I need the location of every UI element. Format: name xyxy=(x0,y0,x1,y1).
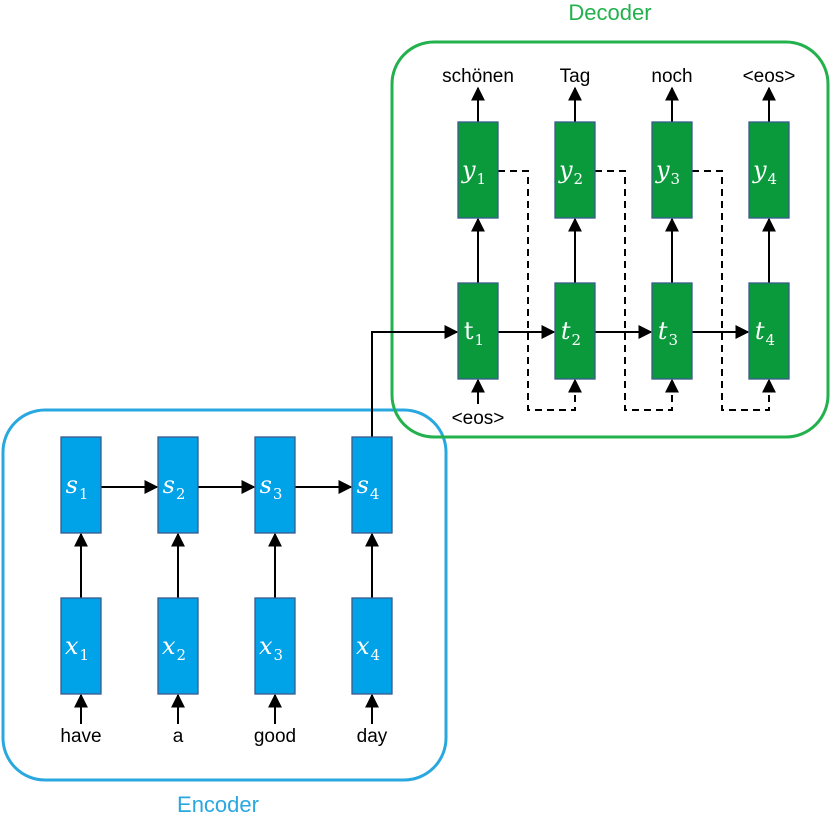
encoder-state-node-3: s3 xyxy=(254,436,296,534)
decoder-output-node-3: y3 xyxy=(651,121,693,219)
encoder-input-node-1-box xyxy=(60,597,102,695)
decoder-output-node-3-box xyxy=(651,121,693,219)
encoder-input-node-4: x4 xyxy=(351,597,393,695)
decoder-state-node-1: t1 xyxy=(457,282,499,380)
encoder-input-word-1: have xyxy=(60,726,101,747)
encoder-state-node-4-box xyxy=(351,436,393,534)
encoder-title: Encoder xyxy=(177,792,259,815)
decoder-state-node-1-box xyxy=(457,282,499,380)
decoder-state-node-4: t4 xyxy=(748,282,790,380)
decoder-output-node-1-box xyxy=(457,121,499,219)
encoder-input-words: have a good day xyxy=(60,726,387,747)
decoder-output-node-1-label: y1 xyxy=(461,156,486,188)
encoder-state-node-1: s1 xyxy=(60,436,102,534)
decoder-state-node-2: t2 xyxy=(554,282,596,380)
encoder-state-node-2-box xyxy=(157,436,199,534)
encoder-input-word-2: a xyxy=(173,726,184,747)
encoder-state-node-3-box xyxy=(254,436,296,534)
encoder-input-node-1: x1 xyxy=(60,597,102,695)
decoder-state-nodes: t1 t2 t3 t4 xyxy=(457,282,790,380)
decoder-state-node-3: t3 xyxy=(651,282,693,380)
decoder-output-node-2: y2 xyxy=(554,121,596,219)
decoder-state-node-3-box xyxy=(651,282,693,380)
encoder-state-node-1-box xyxy=(60,436,102,534)
decoder-output-word-3: noch xyxy=(651,66,692,87)
decoder-output-node-4-box xyxy=(748,121,790,219)
encoder-state-nodes: s1 s2 s3 s4 xyxy=(60,436,393,534)
decoder-state-node-4-box xyxy=(748,282,790,380)
encoder-state-node-2: s2 xyxy=(157,436,199,534)
edge-path-12 xyxy=(371,325,459,437)
encoder-input-node-3: x3 xyxy=(254,597,296,695)
decoder-title: Decoder xyxy=(568,0,651,25)
encoder-input-node-2-box xyxy=(157,597,199,695)
decoder-output-node-4: y4 xyxy=(748,121,790,219)
encoder-input-node-3-box xyxy=(254,597,296,695)
decoder-output-node-2-box xyxy=(554,121,596,219)
decoder-output-word-1: schönen xyxy=(442,66,514,87)
encoder-state-node-4: s4 xyxy=(351,436,393,534)
decoder-output-word-4: <eos> xyxy=(743,66,796,87)
decoder-output-words: schönen Tag noch <eos> xyxy=(442,66,795,87)
encoder-input-node-2: x2 xyxy=(157,597,199,695)
decoder-start-token: <eos> xyxy=(452,408,505,429)
edge-path-27 xyxy=(692,170,776,411)
decoder-frame xyxy=(390,40,830,439)
decoder-output-word-2: Tag xyxy=(560,66,591,87)
edges xyxy=(74,86,776,724)
encoder-input-word-3: good xyxy=(254,726,296,747)
encoder-frame xyxy=(1,408,448,782)
decoder-state-node-2-box xyxy=(554,282,596,380)
encoder-input-word-4: day xyxy=(357,726,388,747)
edge-path-26 xyxy=(595,170,679,411)
decoder-output-nodes: y1 y2 y3 y4 xyxy=(457,121,790,219)
decoder-output-node-1: y1 xyxy=(457,121,499,219)
encoder-input-node-4-box xyxy=(351,597,393,695)
encoder-input-nodes: x1 x2 x3 x4 xyxy=(60,597,393,695)
edge-path-25 xyxy=(498,170,582,411)
